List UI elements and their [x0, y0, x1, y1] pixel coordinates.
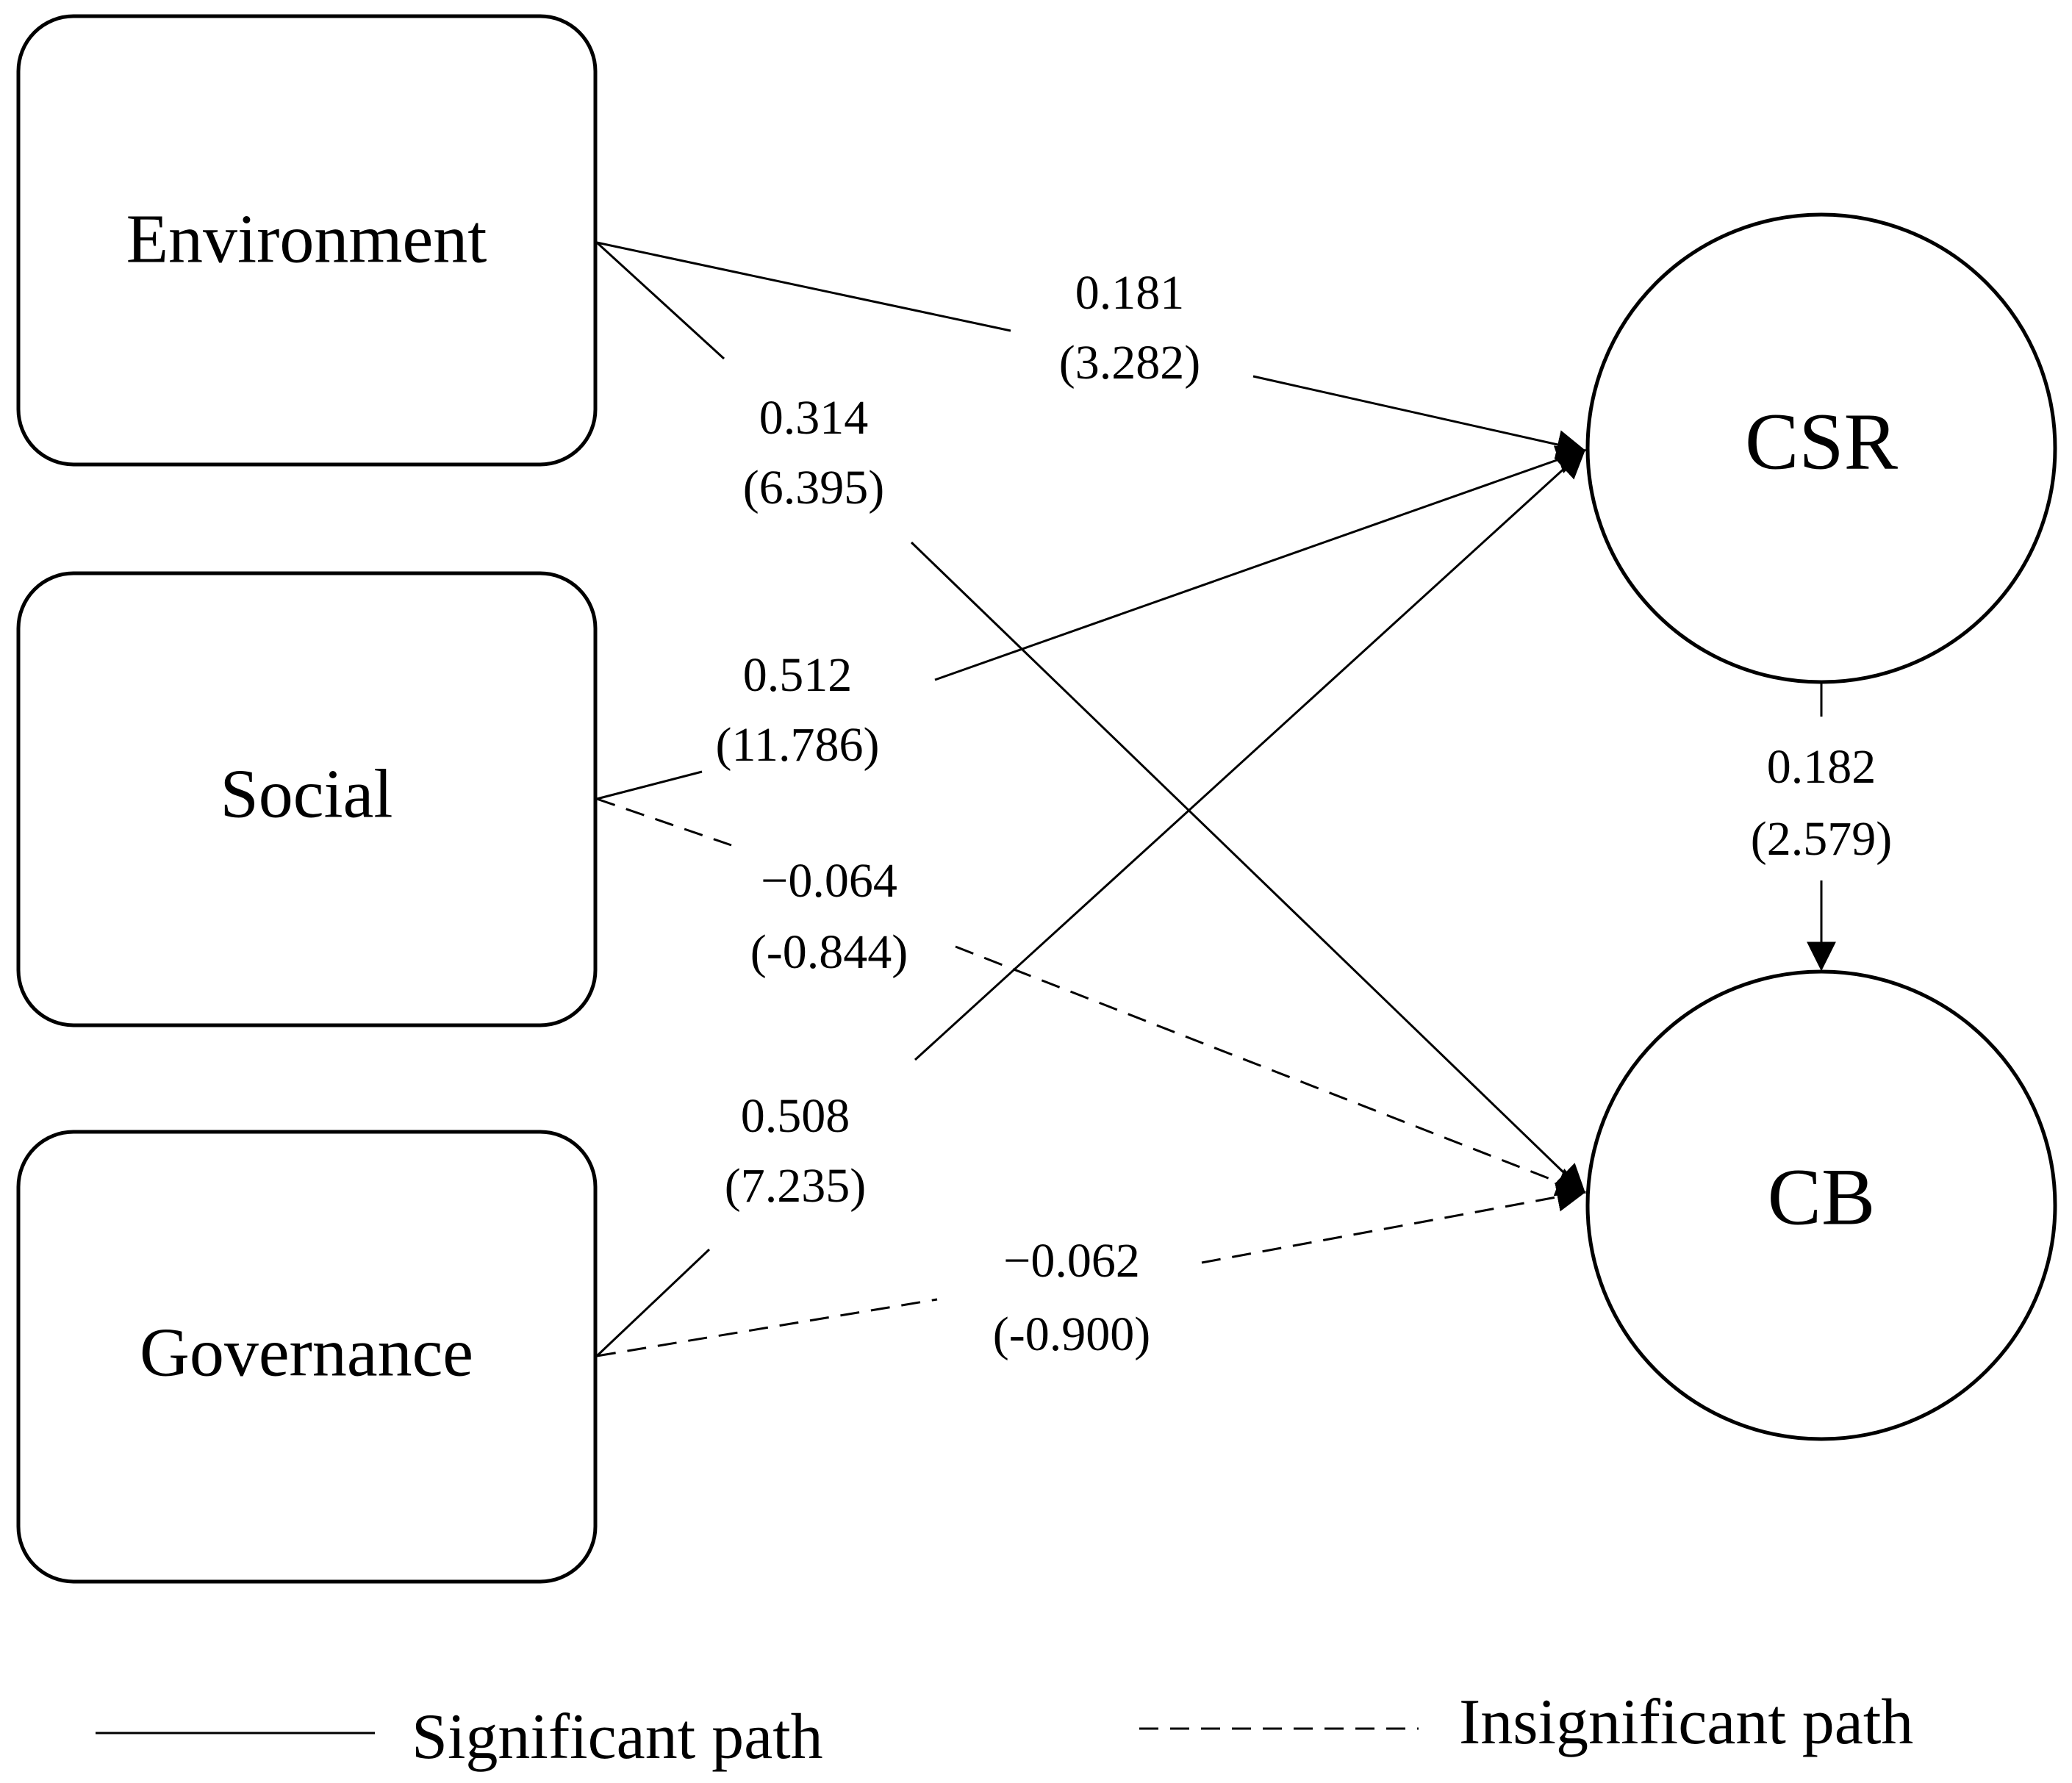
legend: Significant path Insignificant path [96, 1687, 1913, 1773]
node-csr-label: CSR [1745, 396, 1899, 486]
label-soc-csr-coef: 0.512 [743, 648, 853, 702]
path-gov-csr-seg1 [595, 1248, 711, 1357]
label-gov-csr: 0.508 (7.235) [725, 1089, 866, 1213]
label-gov-cb: −0.062 (-0.900) [993, 1234, 1150, 1361]
node-governance: Governance [16, 1130, 598, 1584]
legend-insignificant-label: Insignificant path [1459, 1687, 1913, 1758]
path-env-cb-seg2 [910, 541, 1586, 1194]
path-env-csr-seg2 [1252, 375, 1587, 459]
label-soc-cb-coef: −0.064 [761, 854, 897, 908]
path-soc-cb-seg2 [955, 945, 1587, 1197]
label-gov-cb-coef: −0.062 [1003, 1234, 1140, 1288]
path-env-csr-seg1 [596, 241, 1011, 332]
label-soc-cb-t: (-0.844) [750, 925, 908, 979]
path-soc-csr-seg2 [934, 445, 1587, 681]
legend-significant-label: Significant path [412, 1701, 823, 1773]
node-environment-label: Environment [126, 201, 487, 278]
label-env-csr: 0.181 (3.282) [1059, 266, 1200, 390]
node-csr: CSR [1585, 212, 2057, 684]
path-soc-cb-seg1 [596, 797, 732, 847]
node-social: Social [16, 571, 598, 1027]
label-csr-cb-coef: 0.182 [1767, 740, 1876, 794]
label-env-cb: 0.314 (6.395) [743, 391, 884, 514]
label-gov-cb-t: (-0.900) [993, 1307, 1150, 1361]
path-soc-csr-seg1 [596, 770, 703, 800]
label-soc-cb: −0.064 (-0.844) [750, 854, 908, 979]
node-cb: CB [1585, 969, 2057, 1441]
path-gov-cb-seg1 [596, 1298, 938, 1357]
label-soc-csr-t: (11.786) [715, 718, 879, 772]
path-gov-cb-seg2 [1201, 1182, 1587, 1264]
node-environment: Environment [16, 14, 598, 467]
node-cb-label: CB [1768, 1152, 1876, 1241]
path-gov-csr-seg2 [914, 448, 1586, 1061]
label-env-csr-t: (3.282) [1059, 336, 1200, 390]
label-soc-csr: 0.512 (11.786) [715, 648, 879, 772]
label-env-cb-t: (6.395) [743, 461, 884, 514]
label-env-cb-coef: 0.314 [759, 391, 869, 445]
label-env-csr-coef: 0.181 [1075, 266, 1185, 320]
node-social-label: Social [221, 756, 393, 833]
label-csr-cb: 0.182 (2.579) [1751, 740, 1892, 866]
label-gov-csr-coef: 0.508 [741, 1089, 850, 1143]
label-csr-cb-t: (2.579) [1751, 812, 1892, 866]
label-gov-csr-t: (7.235) [725, 1159, 866, 1213]
node-governance-label: Governance [140, 1315, 473, 1391]
path-env-cb-seg1 [595, 241, 725, 360]
